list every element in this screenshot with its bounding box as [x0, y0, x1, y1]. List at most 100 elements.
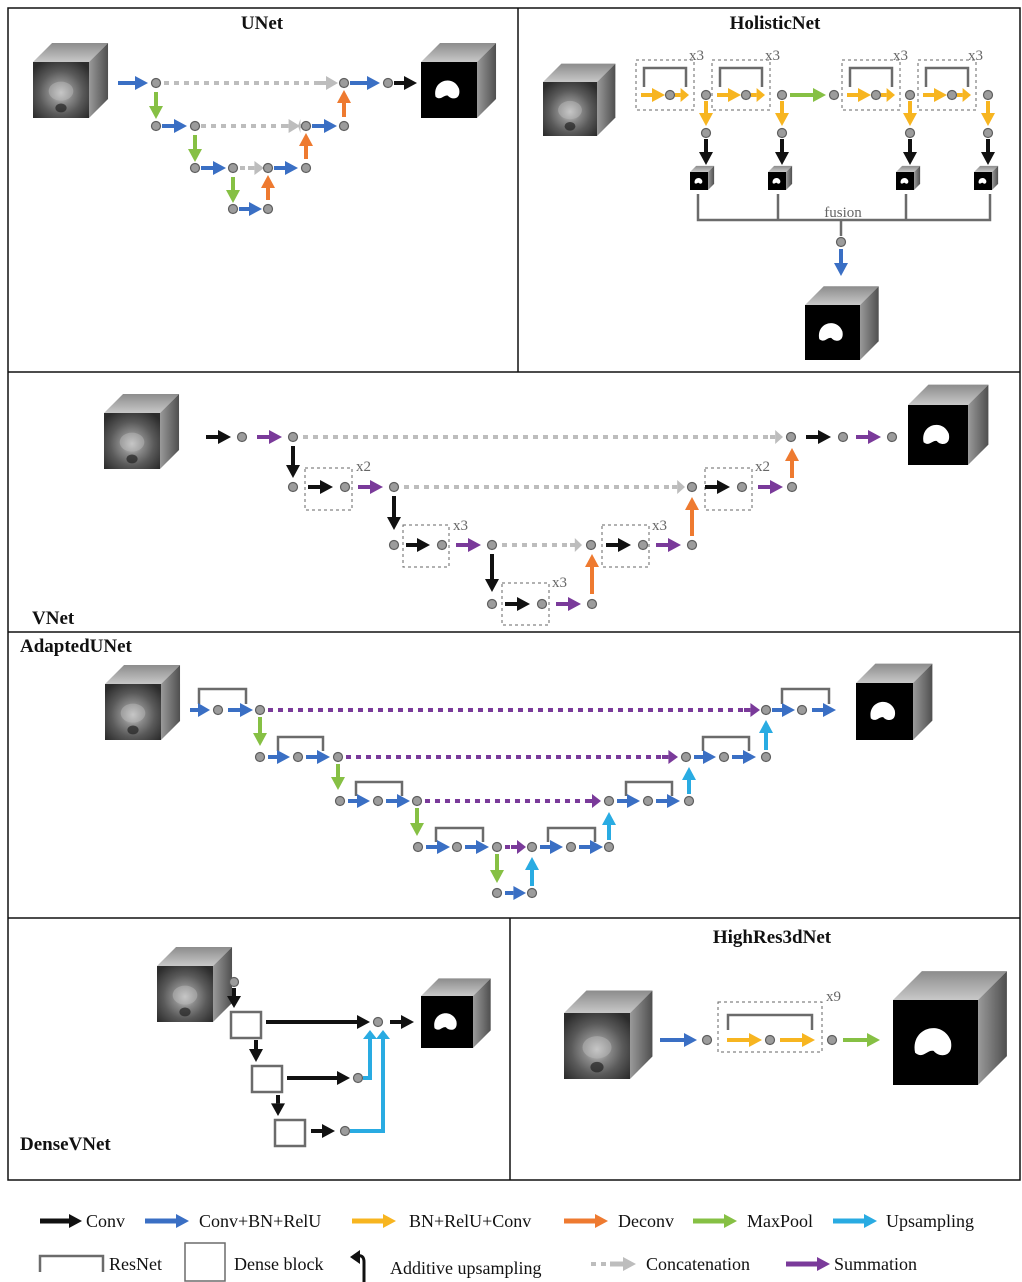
arrow-head-83: [550, 840, 563, 854]
arrow-17: [239, 202, 262, 216]
rectum-shape-3: [126, 454, 138, 464]
arrow-head-91: [401, 1015, 414, 1029]
arrow-32: [903, 101, 917, 126]
arrow-head-98: [684, 1033, 697, 1047]
node-71: [526, 887, 538, 899]
node-26: [982, 127, 994, 139]
arrow-21: [717, 88, 741, 102]
node-9: [227, 162, 239, 174]
cube-side-3: [597, 63, 616, 136]
arrow-31: [775, 139, 789, 165]
arrow-head-97: [376, 1030, 390, 1039]
arrow-10: [337, 90, 351, 117]
node-15: [740, 89, 752, 101]
diagram-shapes: [33, 42, 1007, 1282]
node-21: [982, 89, 994, 101]
arrow-head-100: [802, 1033, 815, 1047]
node-37: [736, 481, 748, 493]
arrow-head-1: [135, 76, 148, 90]
arrow-head-58: [568, 597, 581, 611]
legend-maxpool-label: MaxPool: [747, 1211, 813, 1231]
arrow-head-90: [357, 1015, 370, 1029]
rectum-shape-5: [179, 1007, 191, 1017]
resnet-bracket-14: [38, 1254, 105, 1272]
highres3dnet-title: HighRes3dNet: [713, 927, 832, 948]
legend-deconv-label: Deconv: [618, 1211, 674, 1231]
node-51: [796, 704, 808, 716]
arrow-26: [957, 88, 971, 102]
arrow-head-99: [749, 1033, 762, 1047]
node-11: [300, 162, 312, 174]
prostate-mask-9: [434, 1013, 457, 1030]
node-39: [388, 539, 400, 551]
node-23: [700, 127, 712, 139]
node-45: [486, 598, 498, 610]
arrow-99: [727, 1033, 762, 1047]
node-70: [491, 887, 503, 899]
legend-additive-upsampling-head-1: [350, 1250, 360, 1264]
arrow-head-51: [468, 538, 481, 552]
rectum-shape-6: [590, 1061, 604, 1073]
node-60: [411, 795, 423, 807]
node-33: [287, 481, 299, 493]
arrow-head-63: [782, 703, 795, 717]
mri-volume-4: [105, 664, 181, 740]
node-13: [262, 203, 274, 215]
mri-volume-3: [104, 393, 180, 469]
node-48: [212, 704, 224, 716]
arrow-91: [390, 1015, 414, 1029]
arrow-7: [281, 119, 300, 133]
arrow-93: [287, 1071, 350, 1085]
node-68: [565, 841, 577, 853]
arrow-head-96: [363, 1030, 377, 1039]
arrow-54: [656, 538, 681, 552]
arrow-34: [981, 101, 995, 126]
node-43: [637, 539, 649, 551]
prostate-mask-10: [914, 1028, 952, 1056]
node-19: [776, 89, 788, 101]
cube-top-15: [564, 990, 653, 1013]
arrow-head-10: [337, 90, 351, 103]
arrow-head-86: [490, 870, 504, 883]
node-38: [786, 481, 798, 493]
arrow-63: [772, 703, 795, 717]
mask-volume-9: [421, 978, 491, 1048]
repeat-box-7: [402, 524, 450, 568]
arrow-head-45: [677, 480, 685, 494]
panel-titles: UNet HolisticNet VNet AdaptedUNet DenseV…: [20, 13, 832, 1155]
repeat-box-5: [304, 467, 353, 511]
arrow-head-66: [277, 750, 290, 764]
unet-title: UNet: [241, 13, 284, 34]
resnet-bracket-13: [726, 1013, 814, 1030]
cube-side-9: [160, 393, 180, 469]
node-55: [680, 751, 692, 763]
arrow-head-102: [69, 1214, 82, 1228]
arrow-head-41: [868, 430, 881, 444]
holistic-repeat-4: x3: [968, 48, 983, 64]
arrow-head-23: [858, 88, 871, 102]
rectum-shape-1: [55, 103, 67, 113]
arrow-14: [274, 161, 298, 175]
node-35: [388, 481, 400, 493]
arrow-42: [286, 446, 300, 478]
arrow-head-75: [592, 794, 601, 808]
arrow-36: [834, 249, 848, 276]
arrow-9: [312, 119, 337, 133]
cube-side-15: [630, 990, 653, 1079]
arrow-head-77: [667, 794, 680, 808]
cube-top-12: [856, 663, 933, 683]
resnet-bracket-10: [624, 780, 674, 796]
prostate-shape-3: [119, 432, 145, 452]
arrow-50: [406, 538, 430, 552]
node-17: [946, 89, 958, 101]
mri-volume-2: [543, 63, 616, 136]
arrow-83: [540, 840, 563, 854]
arrow-head-82: [517, 840, 526, 854]
arrow-60: [190, 703, 210, 717]
arrow-head-109: [817, 1257, 830, 1271]
arrow-head-84: [590, 840, 603, 854]
arrow-44: [358, 480, 383, 494]
arrow-1: [118, 76, 148, 90]
arrow-85: [602, 812, 616, 840]
dense-block-1: [229, 1010, 263, 1040]
